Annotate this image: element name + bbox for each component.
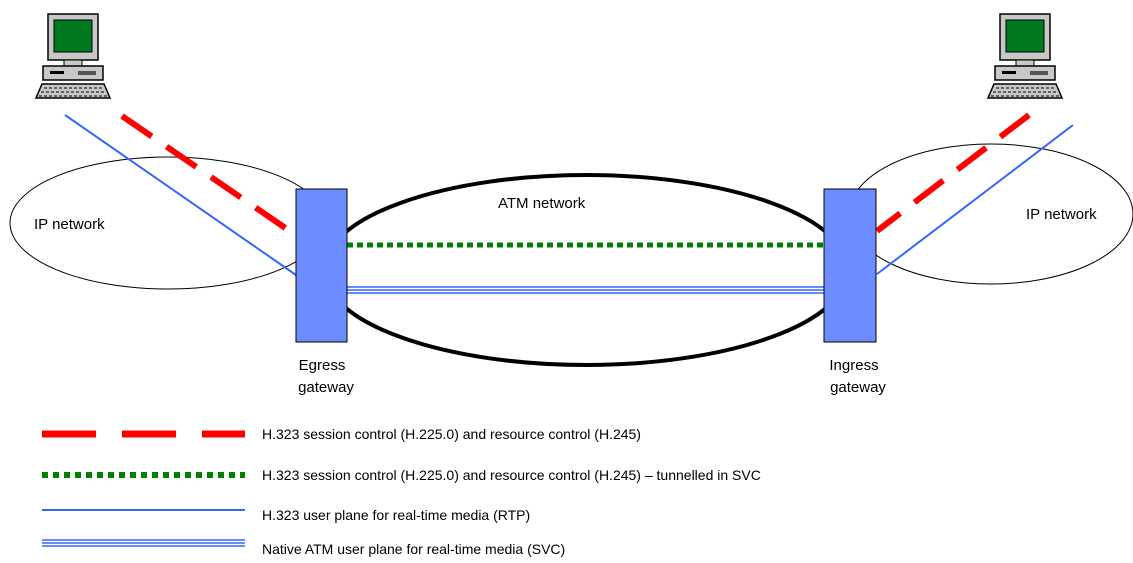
legend-blue-triple-sample	[42, 539, 245, 547]
legend-item-native-atm-svc: Native ATM user plane for real-time medi…	[262, 541, 565, 557]
egress-gateway-label-line1: Egress	[299, 357, 346, 374]
computer-right-icon	[987, 13, 1063, 99]
atm-network-label: ATM network	[498, 195, 586, 212]
session-control-line-left	[120, 113, 299, 239]
egress-gateway-box	[295, 188, 348, 343]
session-control-line-right	[875, 112, 1031, 234]
ip-network-left-label: IP network	[34, 216, 105, 233]
egress-gateway-label-line2: gateway	[298, 379, 354, 396]
ingress-gateway-label-line2: gateway	[830, 379, 886, 396]
legend: H.323 session control (H.225.0) and reso…	[42, 426, 761, 557]
ingress-gateway-box	[823, 188, 877, 343]
rtp-line-right	[876, 124, 1074, 275]
ingress-gateway-label-line1: Ingress	[829, 357, 878, 374]
rtp-line-left	[64, 114, 297, 276]
legend-item-session-control: H.323 session control (H.225.0) and reso…	[262, 426, 641, 442]
legend-item-tunnelled-control: H.323 session control (H.225.0) and reso…	[262, 467, 761, 483]
computer-left-icon	[35, 13, 111, 99]
svc-triple-line	[347, 286, 826, 294]
ip-network-right-label: IP network	[1026, 206, 1097, 223]
atm-network-ellipse	[322, 173, 850, 367]
legend-item-user-plane-rtp: H.323 user plane for real-time media (RT…	[262, 507, 530, 523]
